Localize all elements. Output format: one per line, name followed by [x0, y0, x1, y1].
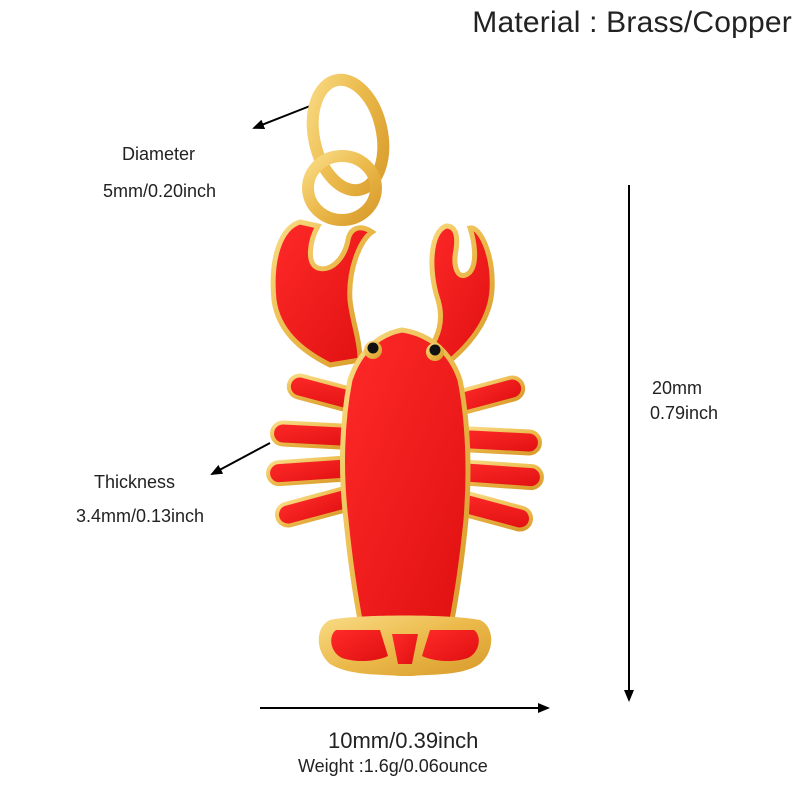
legs-left-icon [266, 373, 362, 528]
right-claw-icon [414, 223, 495, 368]
jump-ring-icon [302, 73, 390, 226]
diameter-value: 5mm/0.20inch [103, 181, 217, 201]
left-claw-icon [270, 219, 377, 368]
weight-value: Weight :1.6g/0.06ounce [298, 756, 488, 776]
width-value: 10mm/0.39inch [328, 728, 479, 753]
lobster-body-icon [340, 327, 471, 633]
thickness-label: Thickness [94, 472, 176, 492]
lobster-tail-icon [318, 615, 492, 676]
diameter-arrow-icon [252, 105, 311, 129]
height-inch: 0.79inch [650, 403, 719, 423]
legs-right-icon [450, 375, 544, 532]
diameter-label: Diameter [122, 144, 196, 164]
height-mm: 20mm [652, 378, 703, 398]
thickness-value: 3.4mm/0.13inch [76, 506, 205, 526]
thickness-arrow-icon [210, 442, 271, 475]
material-title: Material : Brass/Copper [472, 6, 792, 39]
